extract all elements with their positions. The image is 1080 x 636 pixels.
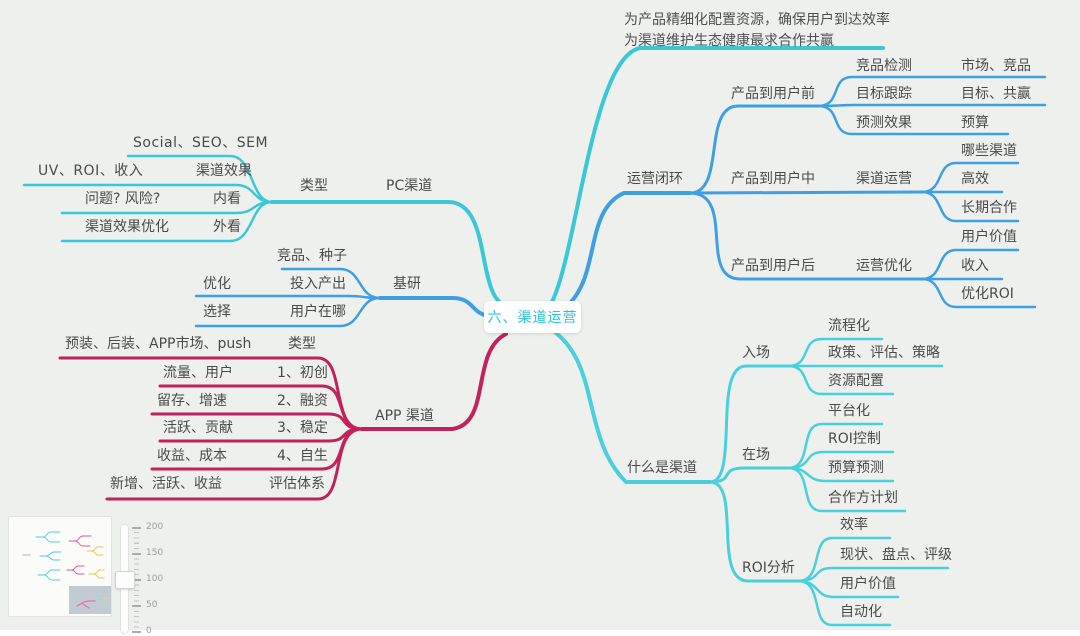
mindmap-node[interactable]: 活跃、贡献 (163, 420, 233, 436)
mindmap-node[interactable]: 优化 (203, 276, 231, 292)
zoom-tick-label: 150 (146, 548, 164, 558)
mindmap-node[interactable]: 自动化 (840, 604, 882, 620)
zoom-tick-label: 200 (146, 522, 164, 532)
zoom-tick-150 (132, 553, 141, 555)
mindmap-node[interactable]: 用户价值 (840, 576, 896, 592)
mindmap-node[interactable]: 预算 (961, 115, 989, 131)
mindmap-node[interactable]: 现状、盘点、评级 (840, 547, 952, 563)
branch-base-research[interactable]: 基研 (393, 276, 421, 292)
mindmap-node[interactable]: 预算预测 (828, 460, 884, 476)
bottom-strip (0, 630, 1080, 636)
branch-what-is-channel[interactable]: 什么是渠道 (627, 460, 697, 476)
node-root[interactable]: 六、渠道运营 (484, 301, 581, 333)
mindmap-node[interactable]: 优化ROI (961, 286, 1014, 302)
zoom-tick-100 (132, 579, 141, 581)
mindmap-node[interactable]: 效率 (840, 517, 868, 533)
mindmap-node[interactable]: 用户在哪 (290, 304, 346, 320)
mindmap-node[interactable]: ROI分析 (742, 560, 795, 576)
mindmap-node[interactable]: 高效 (961, 171, 989, 187)
branch-operation-loop[interactable]: 运营闭环 (627, 171, 683, 187)
mindmap-node[interactable]: 留存、增速 (157, 393, 227, 409)
minimap-viewport[interactable] (69, 586, 111, 614)
mindmap-node[interactable]: 预装、后装、APP市场、push (65, 336, 252, 352)
mindmap-node[interactable]: 投入产出 (290, 276, 346, 292)
mindmap-node[interactable]: 4、自生 (277, 448, 328, 464)
mindmap-node[interactable]: 类型 (288, 336, 316, 352)
mindmap-node[interactable]: 内看 (213, 191, 241, 207)
annotation-note-line1[interactable]: 为产品精细化配置资源，确保用户到达效率 (624, 12, 890, 28)
mindmap-node[interactable]: 流量、用户 (163, 365, 233, 381)
zoom-tick-200 (132, 527, 141, 529)
minimap[interactable] (8, 516, 112, 617)
mindmap-node[interactable]: 新增、活跃、收益 (110, 476, 222, 492)
branch-pc-channel[interactable]: PC渠道 (386, 178, 433, 194)
minimap-viewport-content (76, 593, 108, 609)
mindmap-node[interactable]: 1、初创 (277, 365, 328, 381)
mindmap-node[interactable]: 哪些渠道 (961, 143, 1017, 159)
mindmap-node[interactable]: 平台化 (828, 403, 870, 419)
minimap-preview (22, 531, 105, 581)
branch-app-channel[interactable]: APP 渠道 (375, 408, 434, 424)
zoom-tick-0 (132, 631, 141, 633)
mindmap-node[interactable]: ROI控制 (828, 431, 881, 447)
zoom-tick-label: 100 (146, 574, 164, 584)
mindmap-node[interactable]: 评估体系 (269, 476, 325, 492)
mindmap-node[interactable]: 目标跟踪 (856, 86, 912, 102)
mindmap-node[interactable]: 3、稳定 (277, 420, 328, 436)
mindmap-node[interactable]: 问题? 风险? (85, 191, 161, 207)
zoom-tick-50 (132, 605, 141, 607)
mindmap-node[interactable]: 外看 (213, 219, 241, 235)
mindmap-node[interactable]: 政策、评估、策略 (828, 345, 940, 361)
mindmap-node[interactable]: 收入 (961, 258, 989, 274)
mindmap-node[interactable]: 长期合作 (961, 200, 1017, 216)
mindmap-node[interactable]: 产品到用户前 (731, 86, 815, 102)
zoom-slider-handle[interactable] (115, 571, 135, 589)
mindmap-node[interactable]: UV、ROI、收入 (38, 163, 144, 179)
annotation-note-line2[interactable]: 为渠道维护生态健康最求合作共赢 (624, 33, 834, 49)
mindmap-node[interactable]: 用户价值 (961, 229, 1017, 245)
mindmap-node[interactable]: 渠道效果 (196, 163, 252, 179)
mindmap-node[interactable]: 竞品检测 (856, 58, 912, 74)
zoom-tick-label: 0 (146, 626, 152, 636)
mindmap-node[interactable]: 市场、竞品 (961, 58, 1031, 74)
mindmap-node[interactable]: 资源配置 (828, 373, 884, 389)
zoom-tick-label: 50 (146, 600, 158, 610)
mindmap-node[interactable]: 竞品、种子 (277, 248, 347, 264)
mindmap-node[interactable]: 渠道运营 (856, 171, 912, 187)
mindmap-node[interactable]: 运营优化 (856, 258, 912, 274)
mindmap-node[interactable]: 类型 (300, 178, 328, 194)
mindmap-node[interactable]: 选择 (203, 304, 231, 320)
mindmap-node[interactable]: 流程化 (828, 318, 870, 334)
mindmap-node[interactable]: 2、融资 (277, 393, 328, 409)
mindmap-node[interactable]: 产品到用户中 (731, 171, 815, 187)
mindmap-node[interactable]: 产品到用户后 (731, 258, 815, 274)
mindmap-node[interactable]: 在场 (742, 447, 770, 463)
mindmap-node[interactable]: 入场 (742, 345, 770, 361)
mindmap-node[interactable]: 预测效果 (856, 115, 912, 131)
mindmap-node[interactable]: Social、SEO、SEM (133, 135, 269, 151)
mindmap-node[interactable]: 渠道效果优化 (85, 219, 169, 235)
mindmap-node[interactable]: 目标、共赢 (961, 86, 1031, 102)
mindmap-node[interactable]: 合作方计划 (828, 490, 898, 506)
mindmap-node[interactable]: 收益、成本 (157, 448, 227, 464)
